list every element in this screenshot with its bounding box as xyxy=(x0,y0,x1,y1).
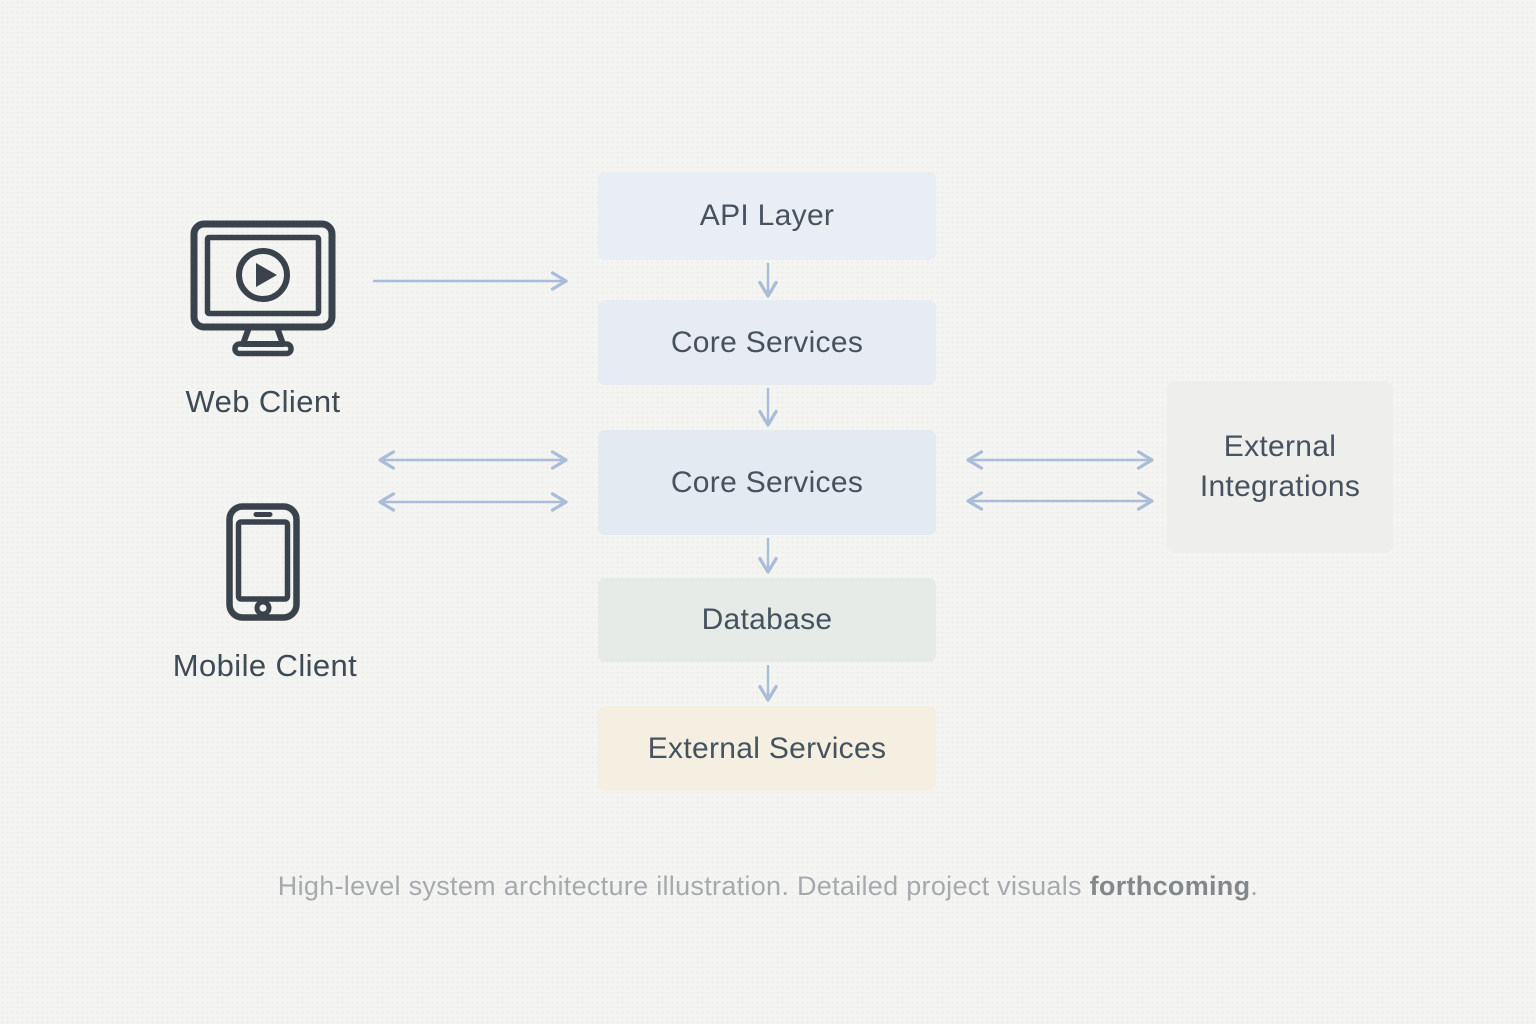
node-external-integrations: External Integrations xyxy=(1167,381,1393,553)
node-core-services-main-label: Core Services xyxy=(670,465,864,499)
node-external-integrations-line2: Integrations xyxy=(1199,470,1361,503)
node-api-layer-label: API Layer xyxy=(699,199,835,232)
caption-lead: High-level system architecture illustrat… xyxy=(277,871,1090,901)
mobile-client-label: Mobile Client xyxy=(172,648,358,683)
web-client-label: Web Client xyxy=(185,384,341,419)
caption-emphasis: forthcoming xyxy=(1089,871,1251,901)
node-database-label: Database xyxy=(701,603,833,636)
node-core-services-upper: Core Services xyxy=(598,300,936,385)
node-external-integrations-line1: External xyxy=(1223,430,1337,464)
monitor-play-icon xyxy=(190,220,336,363)
node-core-services-main: Core Services xyxy=(598,430,936,535)
caption: High-level system architecture illustrat… xyxy=(0,871,1536,902)
node-database: Database xyxy=(598,578,936,662)
node-external-services-label: External Services xyxy=(647,731,887,765)
caption-tail: . xyxy=(1250,871,1259,901)
smartphone-icon xyxy=(226,503,300,626)
node-external-services: External Services xyxy=(598,706,936,791)
node-api-layer: API Layer xyxy=(598,172,936,260)
node-core-services-upper-label: Core Services xyxy=(670,325,864,359)
